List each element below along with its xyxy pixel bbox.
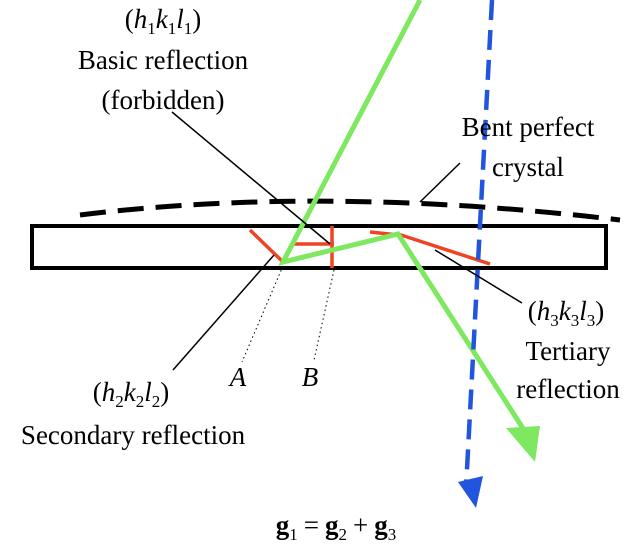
crystal-slab	[30, 224, 608, 270]
blue-arrowhead	[458, 476, 483, 508]
leader-basic	[171, 111, 331, 245]
bent-crystal-title: Bent perfect	[462, 112, 595, 142]
red-reflections	[248, 226, 491, 268]
projection-a	[241, 265, 284, 363]
basic-reflection-note: (forbidden)	[102, 85, 225, 115]
leader-bent	[419, 162, 461, 203]
leader-lines	[171, 111, 523, 371]
leader-tertiary	[434, 249, 523, 304]
tertiary-reflection-title: Tertiary	[525, 336, 611, 366]
reciprocal-vector-equation: g1=g2+g3	[276, 510, 396, 544]
green-beam-path	[278, 0, 527, 432]
leader-secondary	[172, 254, 275, 371]
basic-reflection-title: Basic reflection	[78, 45, 249, 75]
tertiary-reflection-out	[397, 232, 491, 266]
secondary-reflection-title: Secondary reflection	[21, 420, 246, 450]
projection-b	[313, 269, 335, 361]
tertiary-reflection-subtitle: reflection	[516, 374, 620, 404]
projection-lines	[241, 265, 335, 363]
point-a-label: A	[228, 362, 247, 392]
point-b-label: B	[302, 362, 319, 392]
tertiary-reflection-hkl: (h3k3l3)	[528, 296, 605, 330]
blue-beam	[463, 0, 495, 489]
secondary-reflection-hkl: (h2k2l2)	[93, 377, 170, 411]
bent-crystal-curve	[79, 198, 621, 223]
green-arrowhead	[506, 426, 540, 462]
bent-crystal-subtitle: crystal	[492, 152, 564, 182]
secondary-reflection-ray	[248, 228, 285, 264]
green-beam	[278, 0, 527, 432]
basic-reflection-hkl: (h1k1l1)	[125, 4, 202, 38]
